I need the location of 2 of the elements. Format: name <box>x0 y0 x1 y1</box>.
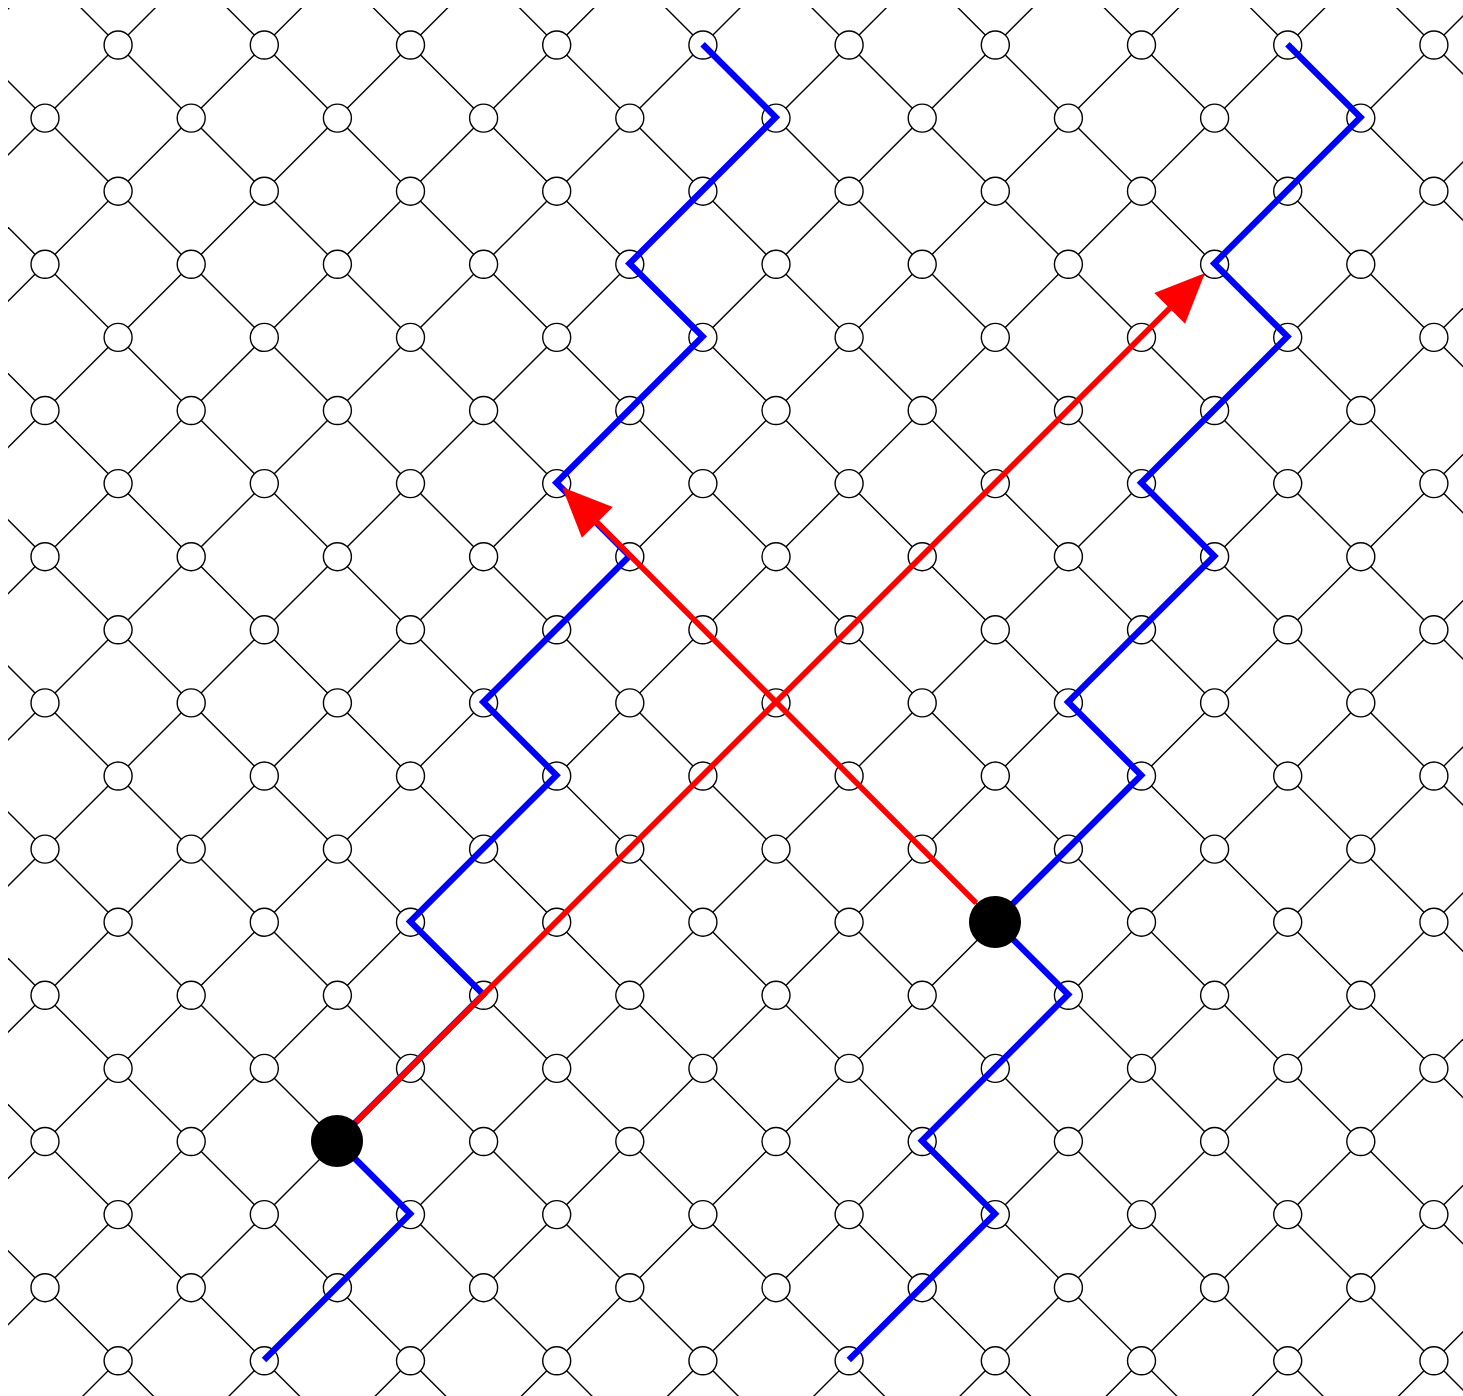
dot <box>311 1115 363 1167</box>
dot <box>969 896 1021 948</box>
